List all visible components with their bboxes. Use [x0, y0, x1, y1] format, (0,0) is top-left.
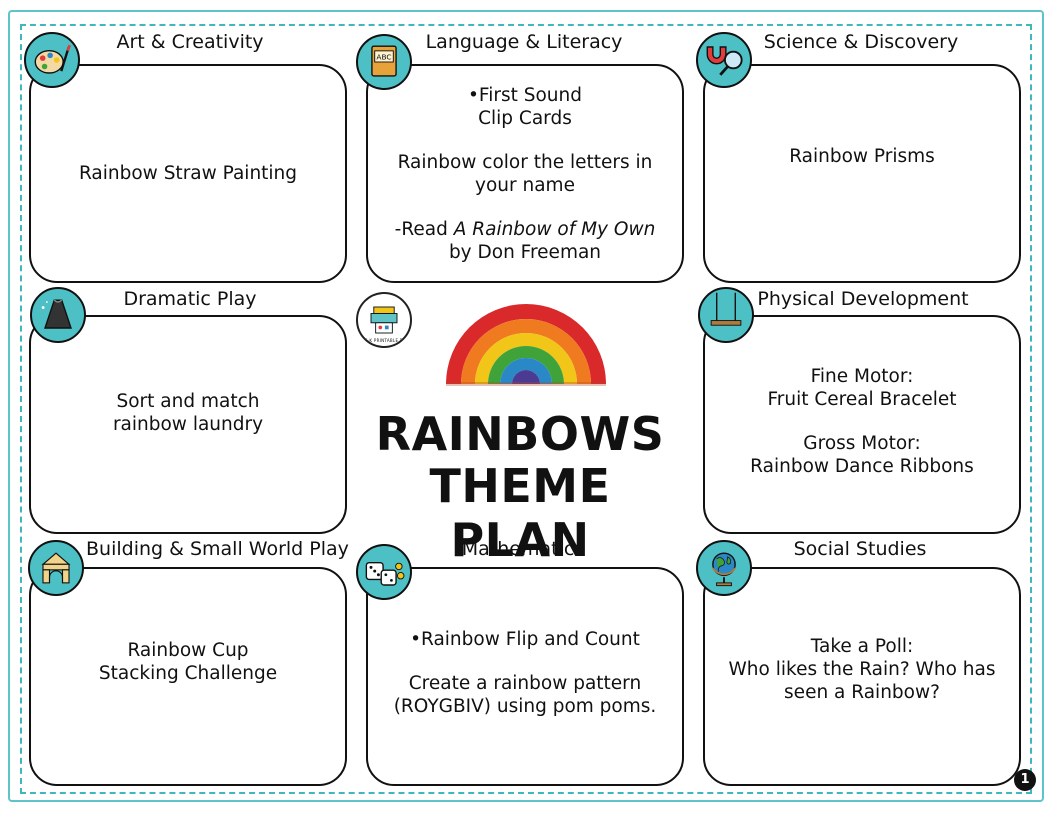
language-item-read: -Read A Rainbow of My Own by Don Freeman: [395, 218, 656, 264]
dice-icon: [356, 544, 412, 600]
blocks-icon: [28, 540, 84, 596]
science-heading: Science & Discovery: [763, 31, 959, 53]
abc-book-icon: ABC: [356, 34, 412, 90]
social-content: Take a Poll: Who likes the Rain? Who has…: [728, 636, 996, 703]
globe-icon: [696, 540, 752, 596]
building-small-world-box: Rainbow Cup Stacking Challenge: [29, 567, 347, 786]
gross-motor-label: Gross Motor:: [803, 433, 921, 454]
fine-motor-activity: Fruit Cereal Bracelet: [767, 389, 957, 410]
physical-development-box: Fine Motor: Fruit Cereal Bracelet Gross …: [703, 315, 1021, 534]
page-number: 1: [1014, 769, 1036, 791]
theme-title-line1: RAINBOWS: [375, 407, 665, 461]
dashed-border: [20, 24, 1032, 794]
language-item-clip-cards: •First Sound Clip Cards: [468, 84, 582, 129]
math-item-flip-count: •Rainbow Flip and Count: [410, 628, 640, 650]
svg-text:ABC: ABC: [376, 53, 391, 62]
mathematics-box: •Rainbow Flip and Count Create a rainbow…: [366, 567, 684, 786]
theme-title-line2: THEME PLAN: [429, 459, 611, 567]
pre-k-printable-fun-logo: PRE-K PRINTABLE FUN: [356, 292, 412, 348]
dramatic-content: Sort and match rainbow laundry: [112, 390, 264, 435]
dramatic-heading: Dramatic Play: [123, 288, 257, 310]
logo-text: PRE-K PRINTABLE FUN: [359, 338, 409, 343]
fine-motor-label: Fine Motor:: [810, 366, 914, 387]
palette-icon: [24, 32, 80, 88]
magnet-magnifier-icon: [696, 32, 752, 88]
language-literacy-box: •First Sound Clip Cards Rainbow color th…: [366, 64, 684, 283]
art-content: Rainbow Straw Painting: [78, 163, 298, 184]
building-content: Rainbow Cup Stacking Challenge: [98, 639, 278, 684]
gross-motor-activity: Rainbow Dance Ribbons: [750, 456, 974, 477]
cape-icon: [30, 287, 86, 343]
building-heading: Building & Small World Play: [86, 538, 349, 560]
read-prefix: -Read: [394, 218, 454, 240]
science-discovery-box: Rainbow Prisms: [703, 64, 1021, 283]
swing-icon: [698, 287, 754, 343]
science-content: Rainbow Prisms: [789, 146, 935, 167]
math-item-pattern: Create a rainbow pattern (ROYGBIV) using…: [393, 672, 657, 717]
rainbow-illustration: [444, 296, 608, 388]
dramatic-play-box: Sort and match rainbow laundry: [29, 315, 347, 534]
art-creativity-box: Rainbow Straw Painting: [29, 64, 347, 283]
language-heading: Language & Literacy: [425, 31, 623, 53]
social-heading: Social Studies: [793, 538, 927, 560]
book-author: by Don Freeman: [448, 241, 602, 263]
art-heading: Art & Creativity: [116, 31, 264, 53]
book-title: A Rainbow of My Own: [453, 218, 656, 240]
language-item-name-letters: Rainbow color the letters in your name: [397, 151, 653, 196]
page-border: [8, 10, 1044, 802]
physical-heading: Physical Development: [757, 288, 969, 310]
math-heading: Mathematics: [461, 538, 585, 560]
social-studies-box: Take a Poll: Who likes the Rain? Who has…: [703, 567, 1021, 786]
